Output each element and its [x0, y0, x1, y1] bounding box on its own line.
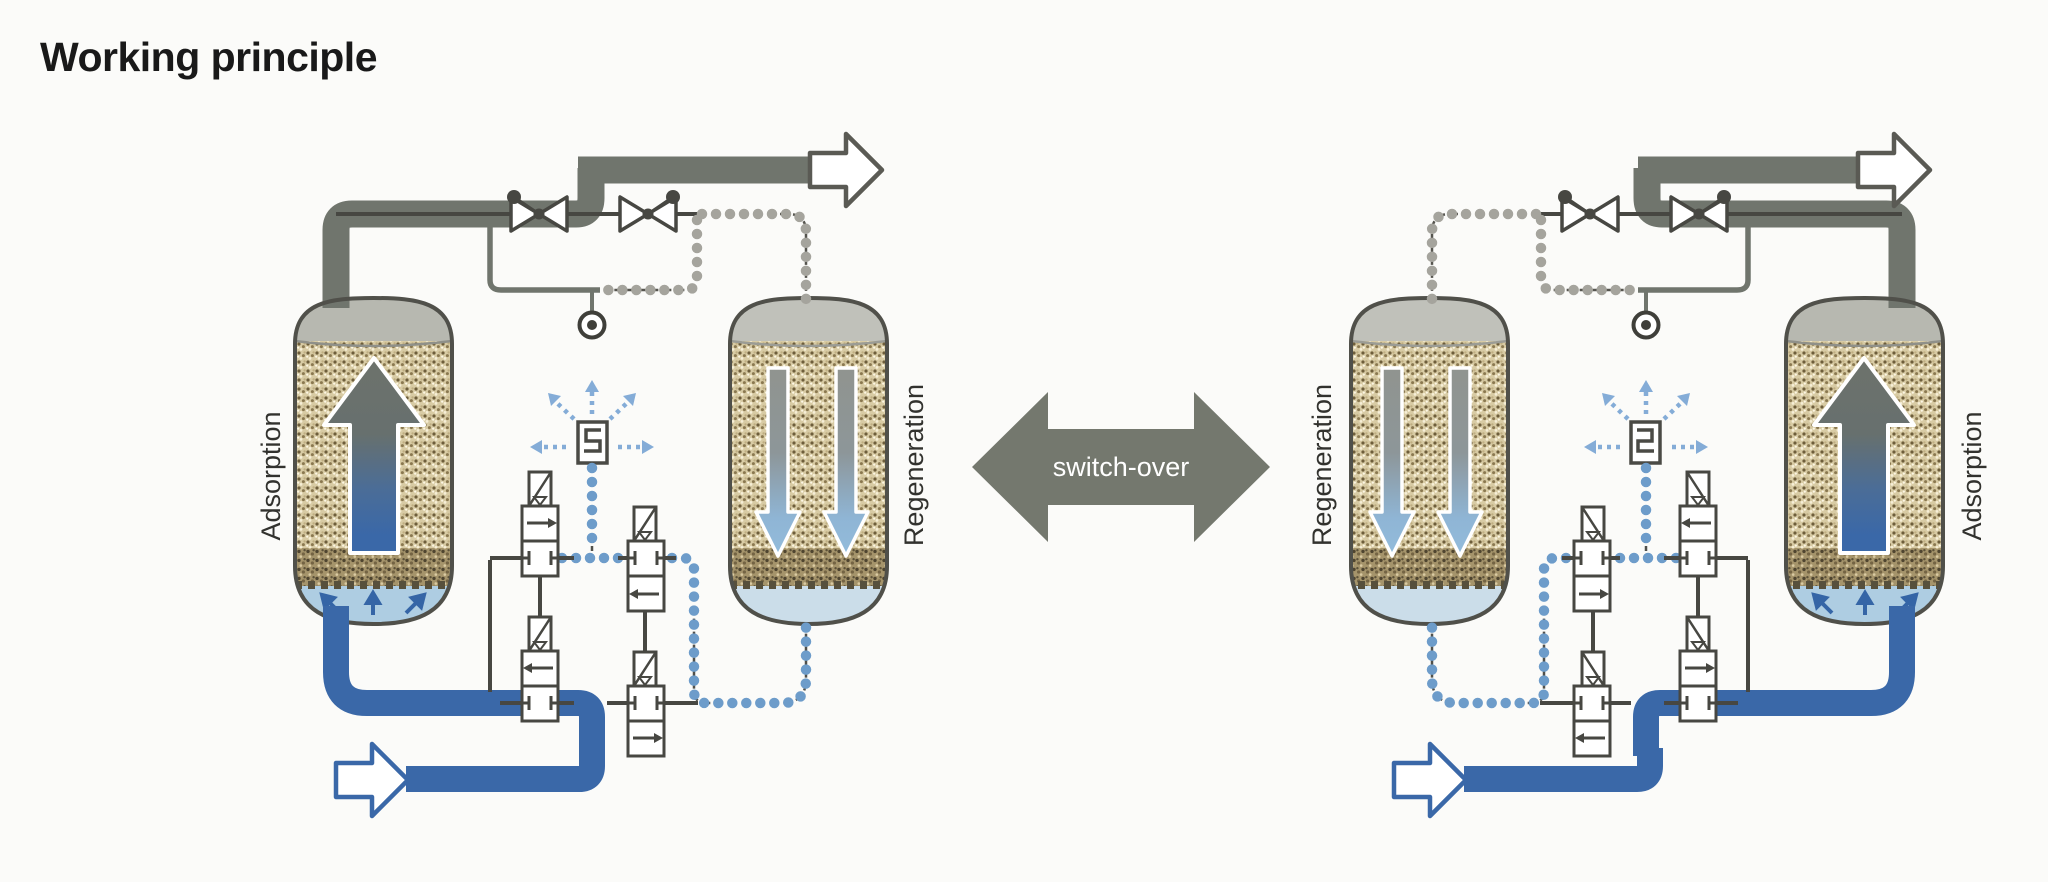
switch-over-label: switch-over	[1053, 452, 1190, 482]
inlet-pipe-run	[406, 748, 605, 792]
inlet-pipe-run	[1464, 748, 1663, 792]
dryer-unit-state-1	[295, 131, 887, 819]
flow-inlet-arrow-icon	[333, 741, 411, 819]
switch-over-arrow: switch-over	[972, 392, 1270, 542]
flow-outlet-arrow-icon	[807, 131, 885, 209]
vessel-label-state1-left: Adsorption	[256, 411, 286, 540]
vessel-label-state2-right: Adsorption	[1957, 411, 1987, 540]
vessel-label-state2-left: Regeneration	[1307, 384, 1337, 546]
flow-outlet-arrow-icon	[1855, 131, 1933, 209]
vessel-label-state1-right: Regeneration	[899, 384, 929, 546]
flow-inlet-arrow-icon	[1391, 741, 1469, 819]
page-title: Working principle	[40, 34, 378, 80]
dryer-unit-state-2	[1351, 131, 1943, 819]
